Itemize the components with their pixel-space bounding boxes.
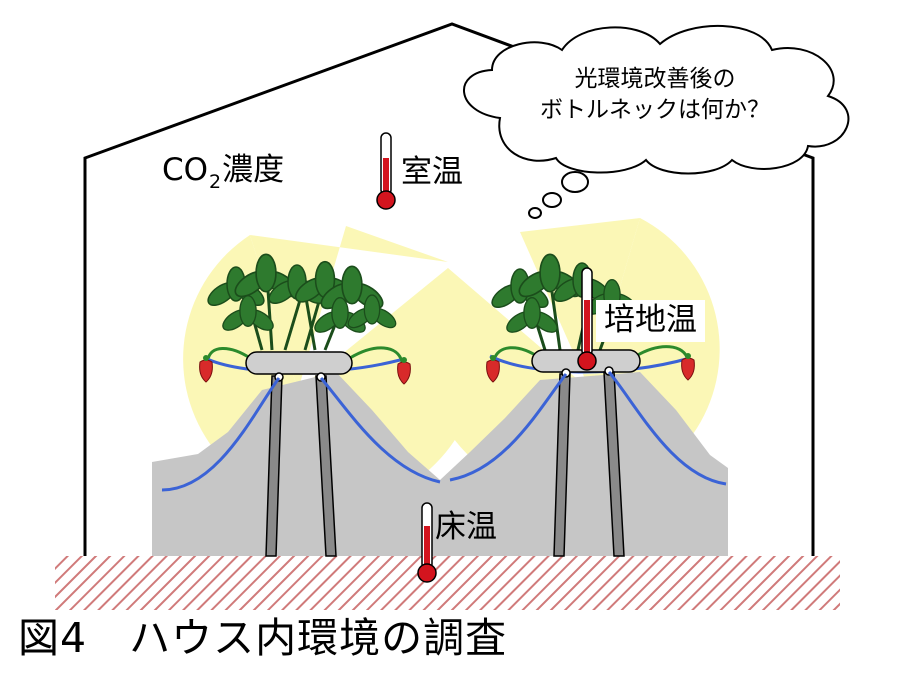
thought-bubble-text: 光環境改善後の ボトルネックは何か？ — [488, 64, 822, 126]
figure-caption: 図4 ハウス内環境の調査 — [18, 614, 508, 662]
thought-bubble-shape — [463, 25, 850, 219]
strawberry-plant — [487, 253, 642, 351]
co2-suffix: 濃度 — [222, 152, 285, 188]
strawberry-fruit — [486, 355, 500, 383]
plant-unit-right — [449, 253, 727, 557]
strawberry-fruit — [199, 355, 213, 383]
floor-temperature-label: 床温 — [435, 509, 497, 545]
floor-thermometer-icon — [417, 502, 437, 583]
co2-text: CO — [162, 152, 209, 188]
thought-line-1: 光環境改善後の — [574, 66, 736, 92]
room-thermometer-icon — [376, 132, 396, 210]
co2-concentration-label: CO2濃度 — [162, 152, 285, 192]
room-temperature-label: 室温 — [401, 154, 463, 190]
bed-block — [152, 372, 728, 556]
planter-trough — [245, 351, 353, 375]
greenhouse-outline — [83, 22, 815, 556]
strawberry-fruit — [397, 357, 411, 385]
medium-thermometer-icon — [577, 267, 597, 371]
co2-subscript: 2 — [209, 171, 222, 193]
thought-line-2: ボトルネックは何か？ — [540, 97, 770, 123]
plant-unit-left — [161, 253, 441, 557]
strawberry-plant — [203, 253, 400, 351]
floor-ground — [55, 556, 840, 610]
medium-temperature-label: 培地温 — [596, 300, 705, 342]
strawberry-fruit — [681, 353, 695, 381]
